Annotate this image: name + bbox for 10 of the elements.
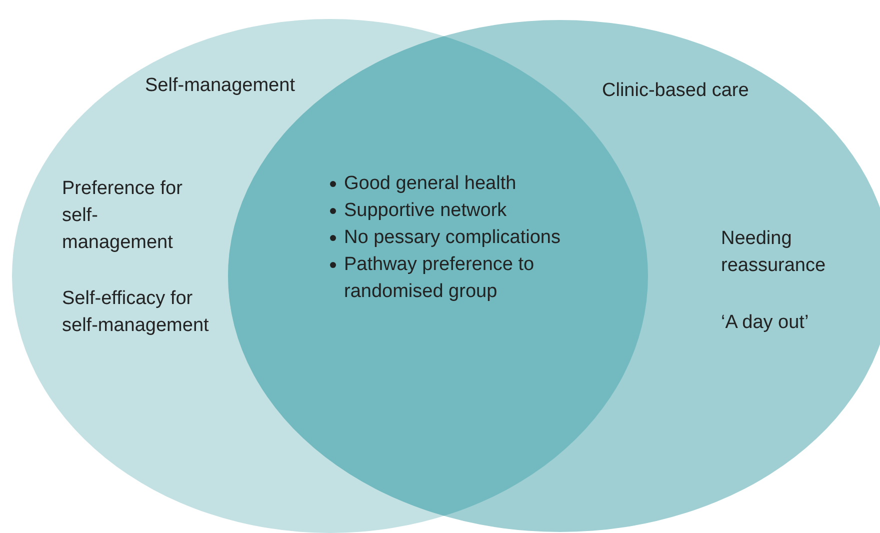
bullet-item: Pathway preference to randomised group bbox=[328, 251, 614, 305]
bullet-item: Supportive network bbox=[328, 197, 624, 224]
set-item: Self-efficacy for self-management bbox=[62, 287, 210, 338]
set-title: Self-management bbox=[145, 74, 296, 98]
set-item: ‘A day out’ bbox=[721, 311, 810, 335]
bullet-item: Good general health bbox=[328, 170, 624, 197]
bullet-item: No pessary complications bbox=[328, 224, 634, 251]
set-item: Needing reassurance bbox=[721, 227, 827, 278]
set-title: Clinic-based care bbox=[602, 79, 750, 103]
set-item: Preference for self-management bbox=[62, 177, 184, 255]
